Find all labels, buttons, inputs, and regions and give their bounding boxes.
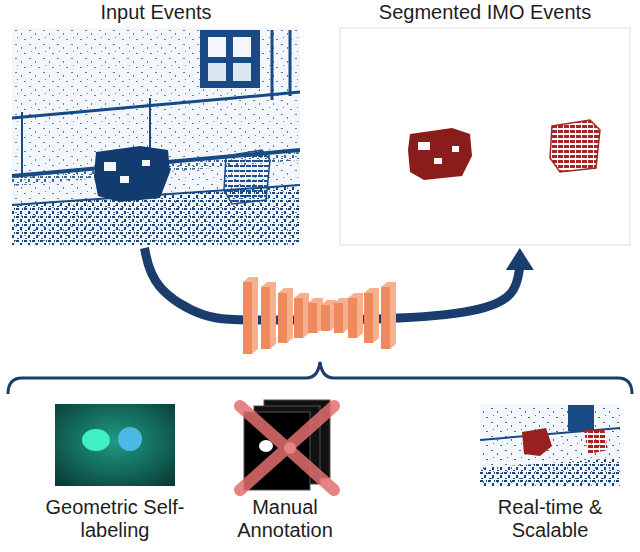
self-label-image <box>55 404 175 486</box>
self-labeling-panel: Geometric Self-labeling <box>40 400 190 542</box>
input-events-panel: Input Events <box>12 1 300 245</box>
panel-label: Geometric Self-labeling <box>40 496 190 542</box>
panel-label: Manual Annotation <box>210 496 360 542</box>
segmented-event-frame <box>340 28 630 245</box>
input-event-frame <box>12 28 300 245</box>
realtime-event-image <box>480 404 620 486</box>
grouping-brace <box>8 362 632 394</box>
realtime-panel: Real-time & Scalable <box>475 400 625 542</box>
network-icon <box>243 277 396 354</box>
segmented-events-panel: Segmented IMO Events <box>340 1 630 245</box>
annotation-panel: Manual Annotation <box>210 400 360 542</box>
panel-label: Segmented IMO Events <box>340 1 630 24</box>
panel-label: Input Events <box>12 1 300 24</box>
arrow-head <box>506 248 534 270</box>
panel-label: Real-time & Scalable <box>475 496 625 542</box>
annotation-masks <box>240 400 334 490</box>
